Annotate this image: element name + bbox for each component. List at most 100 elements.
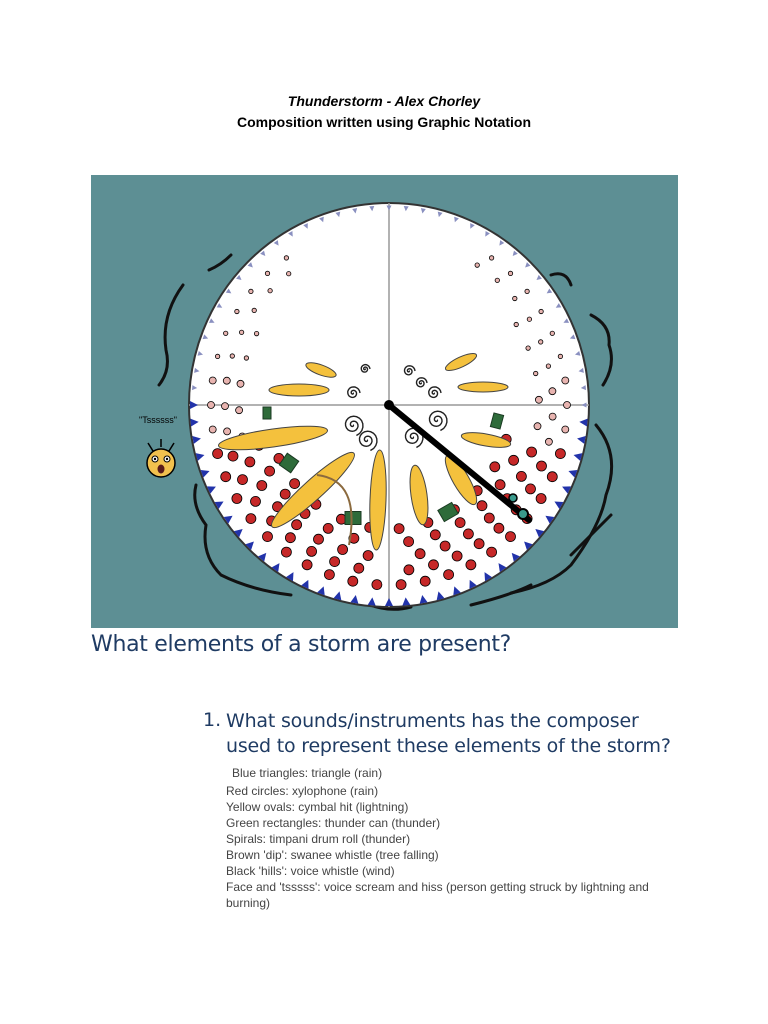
rain-triangle <box>437 211 443 218</box>
rain-circle <box>234 308 240 315</box>
rain-circle <box>554 448 566 460</box>
rain-triangle <box>579 418 588 427</box>
rain-circle <box>395 579 407 591</box>
spiral <box>347 386 361 399</box>
rain-circle <box>337 544 349 555</box>
rain-circle <box>538 308 544 315</box>
rain-triangle <box>247 262 253 268</box>
rain-circle <box>507 270 514 277</box>
rain-circle <box>489 461 501 473</box>
answer-item: Yellow ovals: cymbal hit (lightning) <box>226 800 409 814</box>
spiral <box>428 386 442 399</box>
rain-triangle <box>578 367 584 373</box>
rain-triangle <box>202 334 209 340</box>
rain-triangle <box>352 208 358 214</box>
rain-circle <box>526 316 532 322</box>
rain-triangle <box>236 274 242 281</box>
answer-item: Red circles: xylophone (rain) <box>226 784 379 798</box>
rain-triangle <box>216 303 223 308</box>
rain-circle <box>533 370 539 377</box>
rain-circle <box>533 422 542 431</box>
thunder-rectangle <box>344 511 362 525</box>
answer-item: Brown 'dip': swanee whistle (tree fallin… <box>226 848 439 862</box>
rain-triangle <box>525 262 531 268</box>
lightning-ovals <box>218 353 512 551</box>
rain-circle <box>476 500 488 512</box>
tsssss-label: "Tssssss" <box>139 415 177 425</box>
rain-triangle <box>545 515 555 524</box>
rain-circle <box>208 376 217 385</box>
spiral <box>360 363 371 373</box>
rain-triangle <box>470 223 475 229</box>
rain-circle <box>561 425 570 434</box>
rain-circle <box>215 353 221 359</box>
rain-circle <box>212 448 223 460</box>
rain-circle <box>254 331 260 337</box>
rain-triangle <box>190 401 198 409</box>
rain-circle <box>256 480 268 491</box>
spiral <box>358 430 378 452</box>
rain-circle <box>414 548 426 560</box>
rain-circle <box>251 307 257 313</box>
rain-triangle <box>574 350 581 356</box>
rain-circle <box>264 465 276 477</box>
wind-hill <box>589 313 613 387</box>
question-block: What sounds/instruments has the composer… <box>226 709 686 786</box>
rain-triangle <box>195 453 205 461</box>
rain-circle <box>362 550 374 561</box>
answer-list: Red circles: xylophone (rain) Yellow ova… <box>226 783 686 911</box>
answer-item: Black 'hills': voice whistle (wind) <box>226 864 395 878</box>
rain-circle <box>473 538 485 550</box>
rain-triangle <box>568 470 578 478</box>
rain-triangle <box>200 470 210 478</box>
rain-circle <box>237 474 248 486</box>
wind-hill <box>193 483 293 597</box>
rain-circle <box>561 376 570 385</box>
thunder-rectangle <box>262 406 272 420</box>
rain-triangle <box>511 552 520 562</box>
wind-hill <box>509 423 614 595</box>
rain-triangle <box>420 208 426 214</box>
swanee-whistle-dip <box>316 474 353 546</box>
rain-circle <box>329 556 341 568</box>
spiral <box>415 377 428 388</box>
rain-circle <box>512 295 518 302</box>
rain-circle <box>222 376 231 385</box>
conductor-hand <box>386 402 532 523</box>
question-number: 1. <box>203 709 222 731</box>
rain-triangle <box>303 223 308 229</box>
answer-item: Face and 'tsssss': voice scream and hiss… <box>226 880 649 910</box>
rain-triangle <box>402 597 411 606</box>
thunder-rectangle <box>489 412 505 430</box>
rain-triangle <box>581 402 587 408</box>
rain-circle <box>536 460 547 472</box>
rain-circle <box>486 546 498 558</box>
lightning-oval <box>271 451 355 529</box>
rain-triangle <box>301 579 309 589</box>
graphic-score: "Tssssss" <box>91 175 678 628</box>
wind-hill <box>207 253 233 272</box>
rain-triangle <box>419 595 428 604</box>
rain-triangle <box>197 350 204 356</box>
rain-triangle <box>563 318 570 323</box>
rain-triangle <box>258 552 267 562</box>
rain-triangle <box>260 250 266 257</box>
rain-triangle <box>499 240 505 246</box>
rain-circle <box>393 523 405 535</box>
rain-circle <box>494 277 500 283</box>
rain-circle <box>223 330 229 336</box>
wind-hill <box>549 272 573 287</box>
rain-triangle <box>536 274 542 281</box>
rain-circle <box>245 513 257 525</box>
rain-circle <box>508 454 520 466</box>
rain-circle <box>313 533 324 545</box>
rain-circle <box>239 329 245 335</box>
screaming-face-icon <box>146 439 176 478</box>
rain-triangle <box>225 288 232 294</box>
rain-circle <box>462 528 474 540</box>
rain-circle <box>347 575 359 587</box>
rain-circle <box>250 495 261 507</box>
rain-triangle <box>273 240 279 246</box>
answer-item: Blue triangles: triangle (rain) <box>232 766 383 780</box>
rain-triangle <box>580 385 587 391</box>
